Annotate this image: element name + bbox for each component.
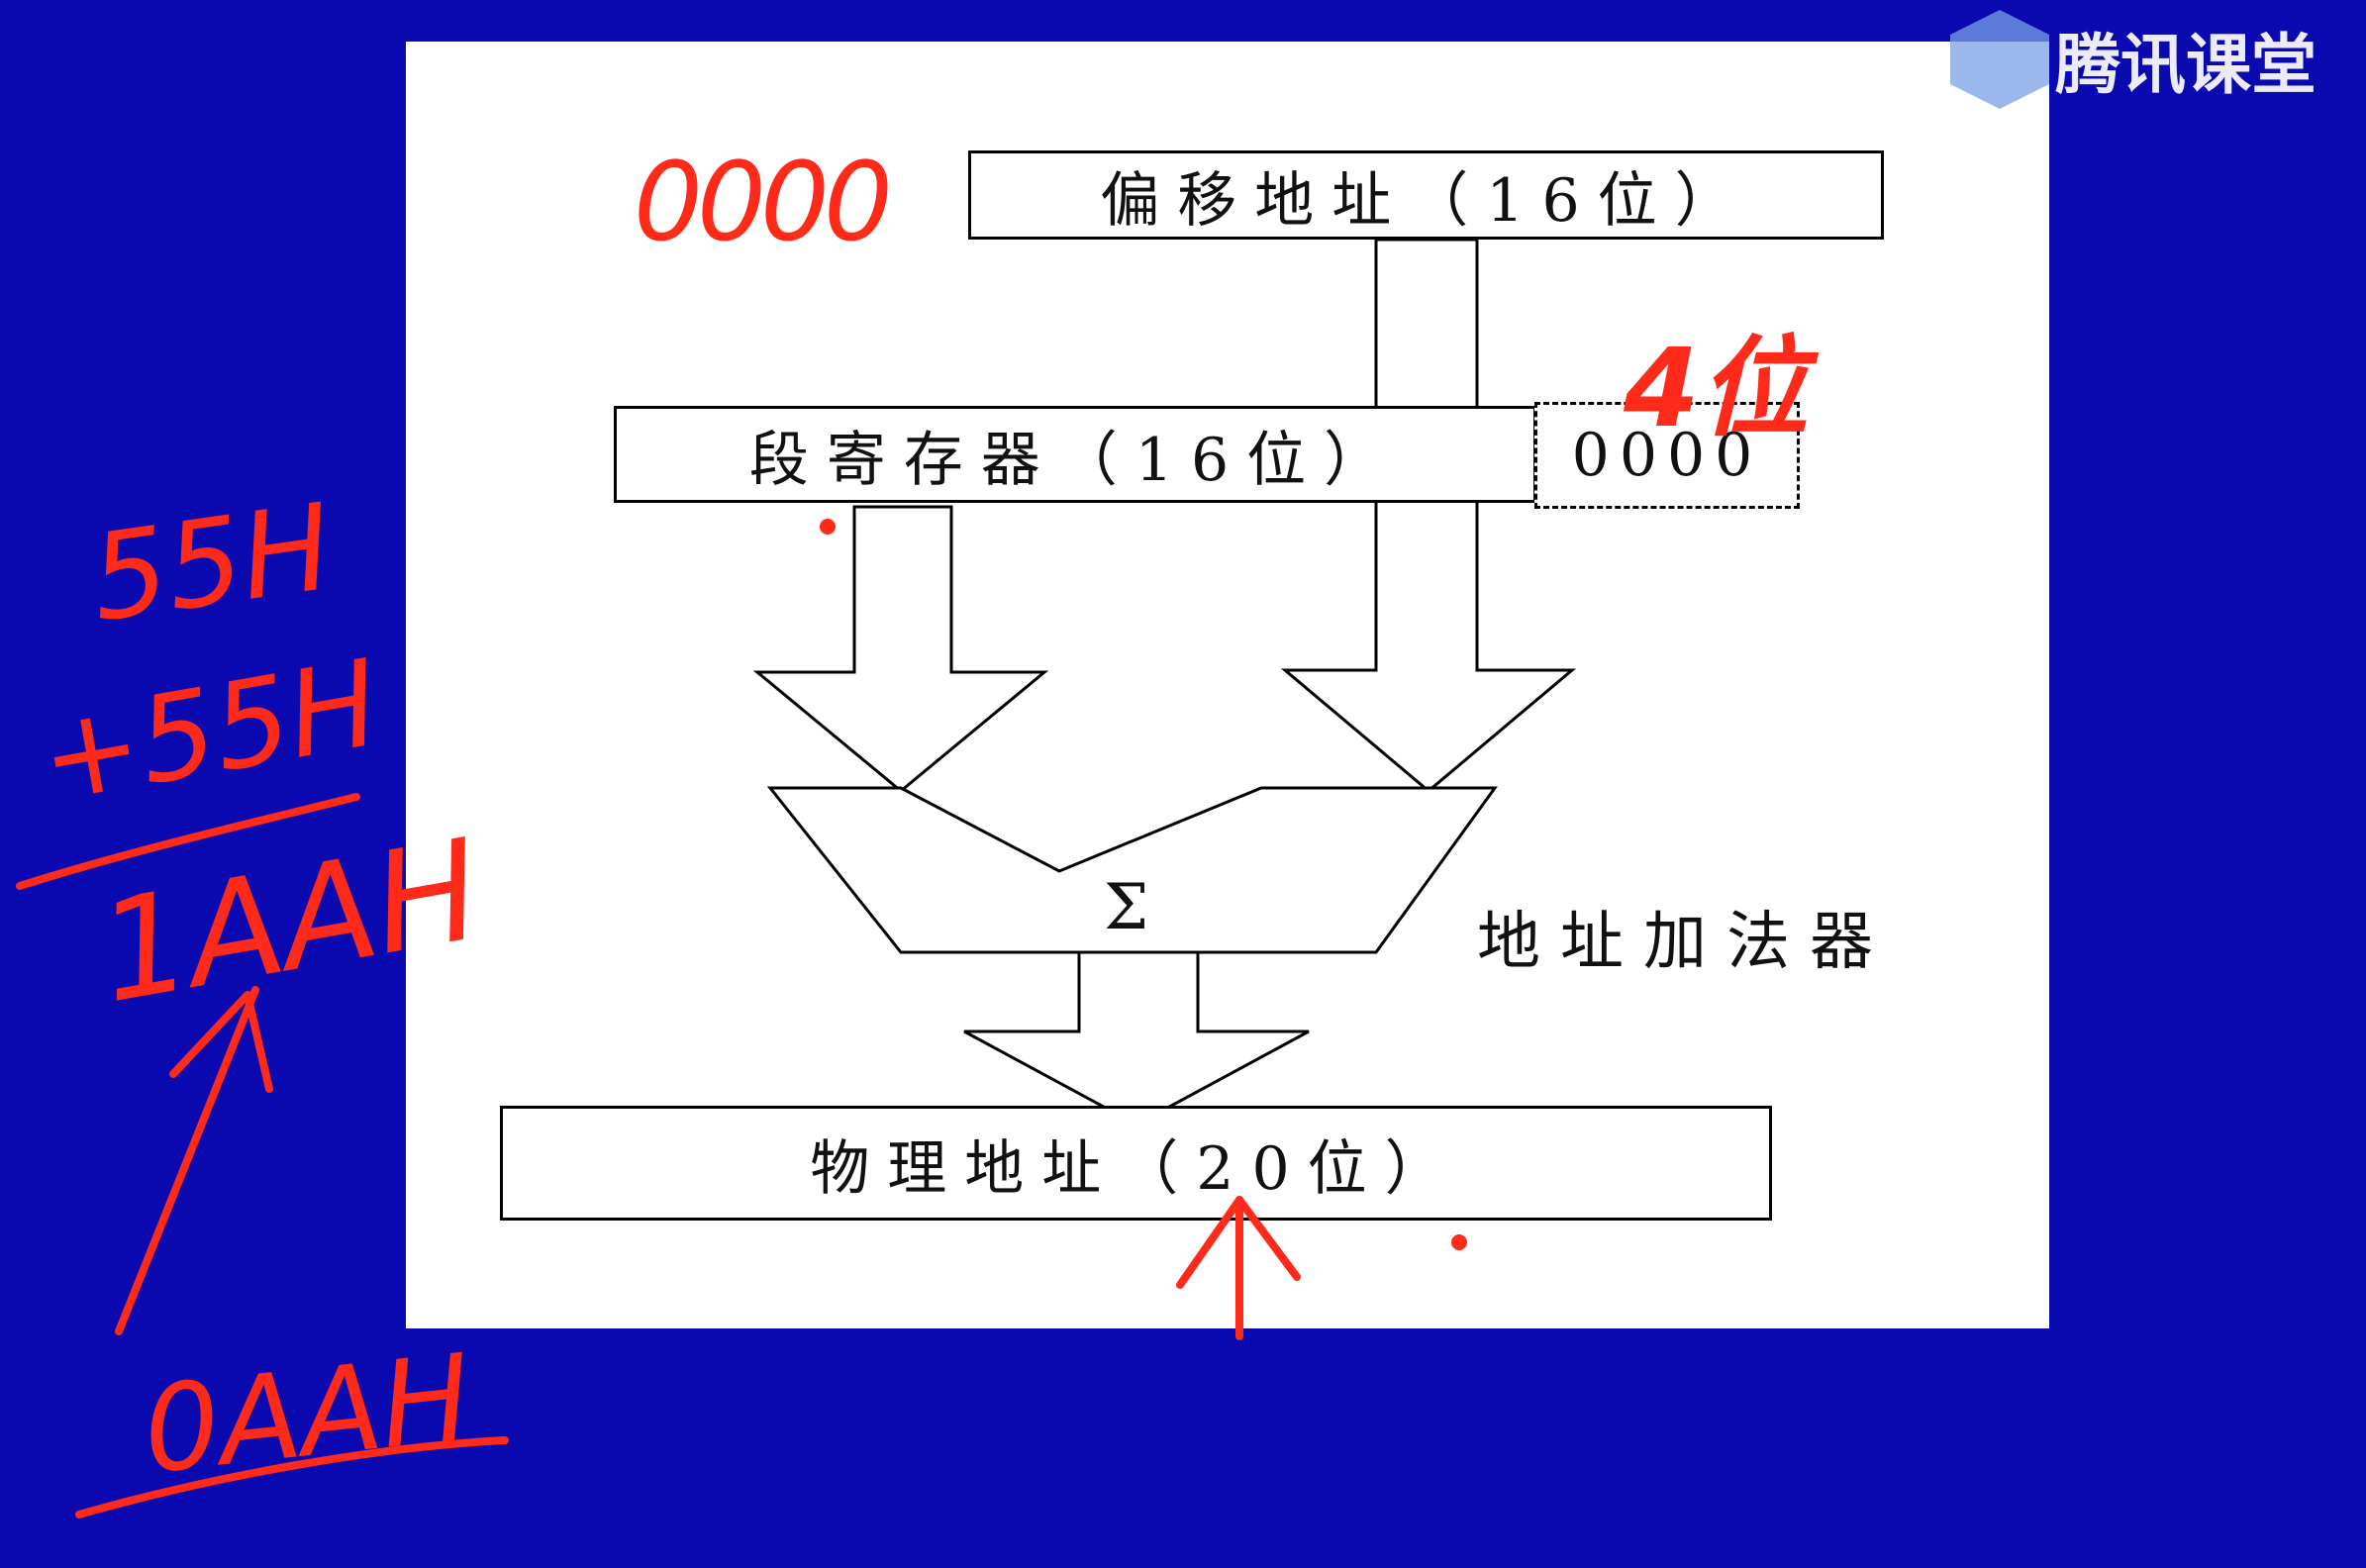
strike-arrow-stroke bbox=[115, 986, 259, 1335]
watermark-brand: 腾讯课堂 bbox=[2055, 27, 2317, 103]
ink-dot-right bbox=[1451, 1234, 1467, 1250]
watermark: 腾讯课堂 bbox=[1950, 0, 2366, 119]
sigma-symbol: Σ bbox=[1104, 871, 1149, 944]
offset-to-adder-arrow bbox=[1280, 238, 1577, 793]
offset-address-box: 偏移地址（16位） bbox=[968, 150, 1884, 240]
handwritten-top-zeros: 0000 bbox=[634, 139, 893, 265]
ink-dot-left bbox=[820, 519, 836, 535]
adder-to-physical-arrow bbox=[963, 950, 1310, 1127]
physical-address-box: 物理地址（20位） bbox=[500, 1106, 1772, 1221]
up-arrow-head-stroke bbox=[1176, 1196, 1301, 1289]
address-adder-shape bbox=[766, 786, 1498, 954]
final-underline-stroke bbox=[75, 1436, 509, 1519]
sum-underline-stroke bbox=[16, 793, 360, 890]
hexagon-logo-icon bbox=[1950, 10, 2049, 109]
handwritten-four-bits: 4位 bbox=[1624, 325, 1809, 451]
address-adder-label: 地址加法器 bbox=[1477, 906, 1893, 979]
diagram-shapes bbox=[752, 238, 1577, 1127]
zero-extension-box: 0000 bbox=[1534, 402, 1800, 509]
segment-to-adder-arrow bbox=[752, 505, 1049, 793]
segment-register-box: 段寄存器（16位） bbox=[614, 406, 1536, 503]
slide-canvas: 偏移地址（16位） 段寄存器（16位） 0000 Σ 地址加法器 物理地址（20… bbox=[406, 42, 2049, 1328]
strike-arrow-head-stroke bbox=[169, 991, 273, 1093]
